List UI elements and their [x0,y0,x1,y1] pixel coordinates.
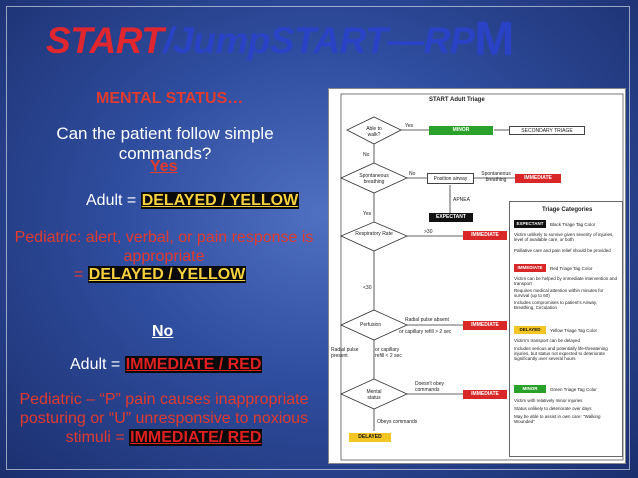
cat-immediate-item-2: Requires medical attention within minute… [514,288,604,298]
cat-minor-tag: Green Triage Tag Color [550,387,597,392]
minor-box: MINOR [429,126,493,135]
title-slash: / [163,20,174,61]
obeys-commands: Obeys commands [377,419,418,425]
cat-expectant-item-1: Victim unlikely to survive given severit… [514,232,614,242]
title-m: M [474,13,514,66]
mental-status-heading: MENTAL STATUS… [96,90,244,107]
cap-refill-gt2: or capillary refill > 2 sec [399,329,452,335]
perfusion: Perfusion [360,322,382,328]
respiratory-rate: Respiratory Rate [355,231,393,237]
radial-present: Radial pulse present [331,347,359,359]
cat-expectant-tag: Black Triage Tag Color [550,222,596,227]
cat-minor-item-3: May be able to assist in own care: "Walk… [514,414,601,424]
title-start: START [46,20,164,61]
immediate-box-3: IMMEDIATE [463,321,507,330]
adult-yes-prefix: Adult = [86,192,141,209]
ped-yes-prefix: = [74,266,88,283]
adult-no-prefix: Adult = [70,356,125,373]
ped-no-value: IMMEDIATE/ RED [129,429,263,446]
question-text: Can the patient follow simple commands? [56,124,274,163]
cat-delayed: DELAYED [514,326,546,334]
delayed-box: DELAYED [349,433,391,442]
cat-immediate-item-1: Victim can be helped by immediate interv… [514,276,617,286]
title-jumpstart: JumpSTART—RP [173,20,475,61]
cat-expectant: EXPECTANT [514,220,546,228]
no-label-1: No [363,152,370,158]
ped-no-body: Pediatric – “P” pain causes inappropriat… [19,391,309,446]
position-airway-box: Position airway [427,173,474,184]
lt30-label: <30 [363,285,372,291]
ped-no-text: Pediatric – “P” pain causes inappropriat… [8,390,320,447]
cat-expectant-item-2: Palliative care and pain relief should b… [514,248,611,253]
adult-no-line: Adult = IMMEDIATE / RED [70,356,263,374]
slide-title: START/JumpSTART—RPM [46,16,514,64]
yes-label-2: Yes [363,211,372,217]
immediate-box-2: IMMEDIATE [463,231,507,240]
ped-yes-line: = DELAYED / YELLOW [74,266,247,284]
able-to-walk: Able to walk? [366,126,382,138]
secondary-triage-box: SECONDARY TRIAGE [509,126,585,135]
ped-yes-text: Pediatric: alert, verbal, or pain respon… [14,229,314,265]
adult-no-value: IMMEDIATE / RED [124,356,263,373]
expectant-box: EXPECTANT [429,213,473,222]
cat-immediate: IMMEDIATE [514,264,546,272]
spontaneous-breathing-2: Spontaneous breathing [481,171,511,183]
mental-status-node: Mental status [366,389,382,401]
categories-title: Triage Categories [542,207,593,213]
yes-label-1: Yes [405,123,414,129]
cat-immediate-tag: Red Triage Tag Color [550,266,593,271]
cat-minor-item-1: Victim with relatively minor injuries [514,398,583,403]
doesnt-obey: Doesn't obey commands [415,381,445,393]
slide-border [6,6,630,470]
immediate-box-1: IMMEDIATE [515,174,561,183]
cat-delayed-item-1: Victim's transport can be delayed [514,338,581,343]
adult-yes-value: DELAYED / YELLOW [140,192,300,209]
flowchart-lines [340,93,624,461]
apnea-label: APNEA [453,197,470,203]
flowchart-header: START Adult Triage [429,97,485,103]
yes-heading: Yes [150,158,178,175]
cat-minor: MINOR [514,385,546,393]
cat-delayed-item-2: Includes serious and potentially life-th… [514,346,608,361]
spontaneous-breathing: Spontaneous breathing [359,173,389,185]
radial-absent: Radial pulse absent [405,317,449,323]
triage-categories: Triage Categories EXPECTANT Black Triage… [509,201,623,457]
gt30-label: >30 [424,229,433,235]
immediate-box-4: IMMEDIATE [463,390,507,399]
cat-immediate-item-3: Includes compromises to patient's Airway… [514,300,598,310]
no-heading: No [152,323,174,340]
cap-refill-lt2: or capillary refill < 2 sec [375,347,402,359]
no-label-2: No [409,171,416,177]
cat-delayed-tag: Yellow Triage Tag Color [550,328,598,333]
adult-yes-line: Adult = DELAYED / YELLOW [86,192,300,210]
cat-minor-item-2: Status unlikely to deteriorate over days [514,406,592,411]
ped-yes-value: DELAYED / YELLOW [87,266,247,283]
triage-flowchart: START Adult Triage Able to walk? Yes MIN… [328,88,626,464]
